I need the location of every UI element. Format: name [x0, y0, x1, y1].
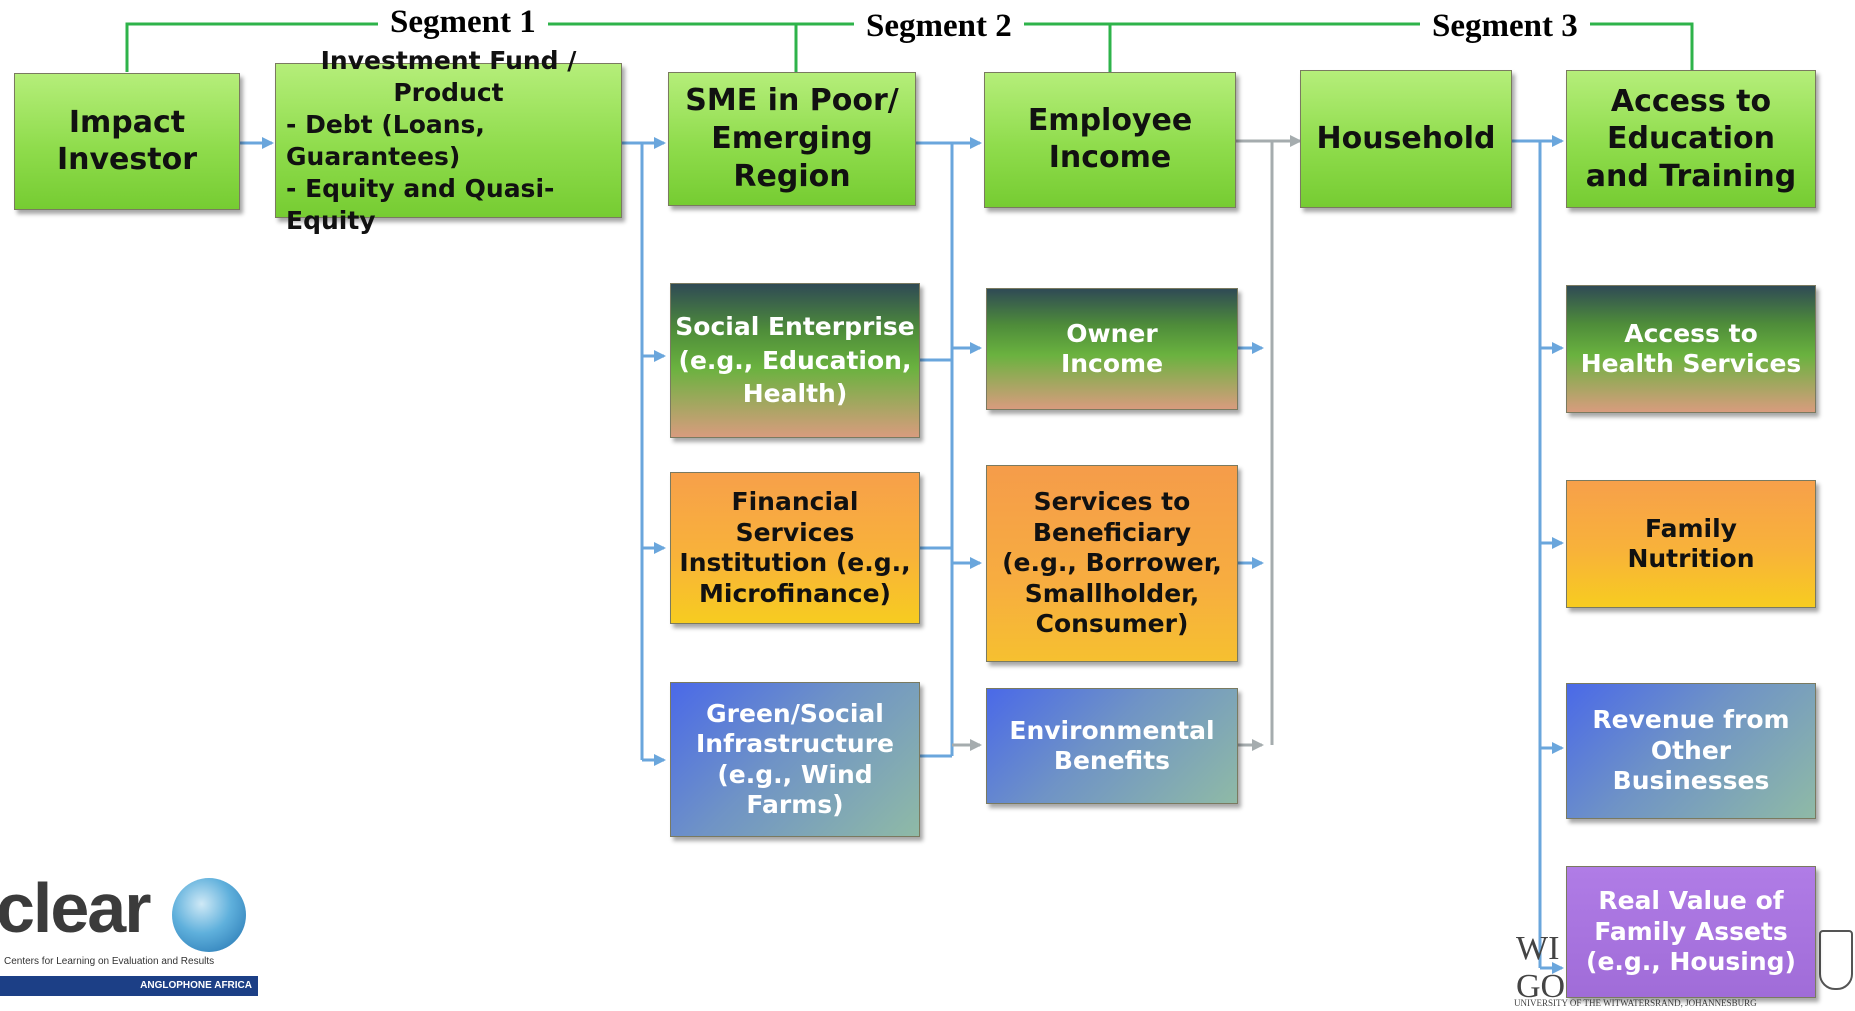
- box-line: Microfinance): [699, 578, 891, 608]
- box-line: Owner: [1066, 318, 1158, 348]
- household-box: Household: [1300, 70, 1512, 208]
- box-line: Investment Fund /: [320, 45, 577, 75]
- investment-fund-box: Investment Fund / Product - Debt (Loans,…: [275, 46, 622, 235]
- box-line: Other: [1650, 735, 1732, 765]
- box-line: Infrastructure: [696, 729, 894, 758]
- box-line: Social Enterprise: [675, 311, 915, 341]
- box-line: Nutrition: [1627, 544, 1755, 573]
- education-box: Access to Education and Training: [1566, 70, 1816, 208]
- social-enterprise-box: Social Enterprise (e.g., Education, Heal…: [670, 283, 920, 438]
- box-line: (e.g., Housing): [1586, 947, 1796, 977]
- box-line: Access to: [1624, 318, 1758, 348]
- environmental-benefits-box: Environmental Benefits: [986, 688, 1238, 804]
- clear-globe-icon: [172, 878, 246, 952]
- box-line: Emerging: [711, 120, 873, 156]
- employee-income-box: Employee Income: [984, 72, 1236, 208]
- clear-logo-subtitle: Centers for Learning on Evaluation and R…: [4, 956, 215, 967]
- box-line: Health Services: [1580, 349, 1802, 378]
- sme-box: SME in Poor/ Emerging Region: [668, 72, 916, 206]
- box-line: Farms): [746, 790, 844, 819]
- box-line: SME in Poor/: [685, 82, 899, 118]
- wits-crest-icon: [1819, 930, 1853, 990]
- box-line: Real Value of: [1598, 886, 1784, 916]
- box-line: Education: [1607, 121, 1775, 157]
- box-line: and Training: [1585, 158, 1797, 194]
- box-line: Financial Services: [731, 487, 859, 547]
- box-line: Access to: [1610, 83, 1772, 119]
- owner-income-box: Owner Income: [986, 288, 1238, 410]
- family-assets-box: Real Value of Family Assets (e.g., Housi…: [1566, 866, 1816, 998]
- box-line: Environmental: [1009, 715, 1215, 745]
- box-line: Services to: [1033, 487, 1191, 517]
- revenue-other-businesses-box: Revenue from Other Businesses: [1566, 683, 1816, 819]
- box-line: Employee: [1027, 103, 1193, 139]
- box-line: Family Assets: [1594, 916, 1788, 946]
- wits-logo: WI GO UNIVERSITY OF THE WITWATERSRAND, J…: [1514, 930, 1855, 1011]
- box-line: Family: [1645, 513, 1737, 543]
- wits-logo-subtitle: UNIVERSITY OF THE WITWATERSRAND, JOHANNE…: [1514, 998, 1757, 1008]
- segment-3-label: Segment 3: [1420, 8, 1590, 44]
- clear-logo: clear Centers for Learning on Evaluation…: [0, 869, 260, 1011]
- box-line: Product: [393, 77, 504, 107]
- wits-logo-text-2: GO: [1516, 968, 1566, 1005]
- box-line: (e.g., Education,: [678, 345, 912, 375]
- box-line: Beneficiary: [1032, 517, 1192, 547]
- impact-investor-box: Impact Investor: [14, 73, 240, 210]
- box-line: Income: [1048, 140, 1172, 175]
- wits-logo-text-1: WI: [1516, 930, 1560, 967]
- box-line: Health): [742, 379, 848, 409]
- box-line: Revenue from: [1592, 705, 1790, 735]
- box-line: Institution (e.g.,: [679, 548, 911, 577]
- box-line: Region: [733, 159, 851, 195]
- box-line: Investor: [56, 141, 198, 177]
- clear-logo-region: ANGLOPHONE AFRICA: [0, 976, 258, 996]
- box-line: Consumer): [1035, 609, 1189, 639]
- green-infrastructure-box: Green/Social Infrastructure (e.g., Wind …: [670, 682, 920, 837]
- family-nutrition-box: Family Nutrition: [1566, 480, 1816, 608]
- financial-services-box: Financial Services Institution (e.g., Mi…: [670, 472, 920, 624]
- box-line: Income: [1060, 349, 1164, 378]
- health-services-box: Access to Health Services: [1566, 285, 1816, 413]
- segment-1-label: Segment 1: [378, 4, 548, 40]
- box-line: Benefits: [1053, 746, 1171, 775]
- segment-3-bracket: [1110, 22, 1694, 72]
- box-line: (e.g., Wind: [717, 759, 873, 789]
- box-line: (e.g., Borrower,: [1002, 548, 1222, 578]
- box-line: Household: [1316, 120, 1496, 156]
- fund-item-equity: - Equity and Quasi-Equity: [286, 173, 555, 235]
- clear-logo-word: clear: [0, 869, 151, 947]
- segment-2-label: Segment 2: [854, 8, 1024, 44]
- box-line: Businesses: [1612, 766, 1770, 796]
- box-line: Smallholder,: [1024, 578, 1200, 608]
- services-beneficiary-box: Services to Beneficiary (e.g., Borrower,…: [986, 465, 1238, 662]
- box-line: Impact: [68, 104, 186, 140]
- fund-item-debt: - Debt (Loans, Guarantees): [286, 109, 485, 171]
- box-line: Green/Social: [706, 698, 884, 728]
